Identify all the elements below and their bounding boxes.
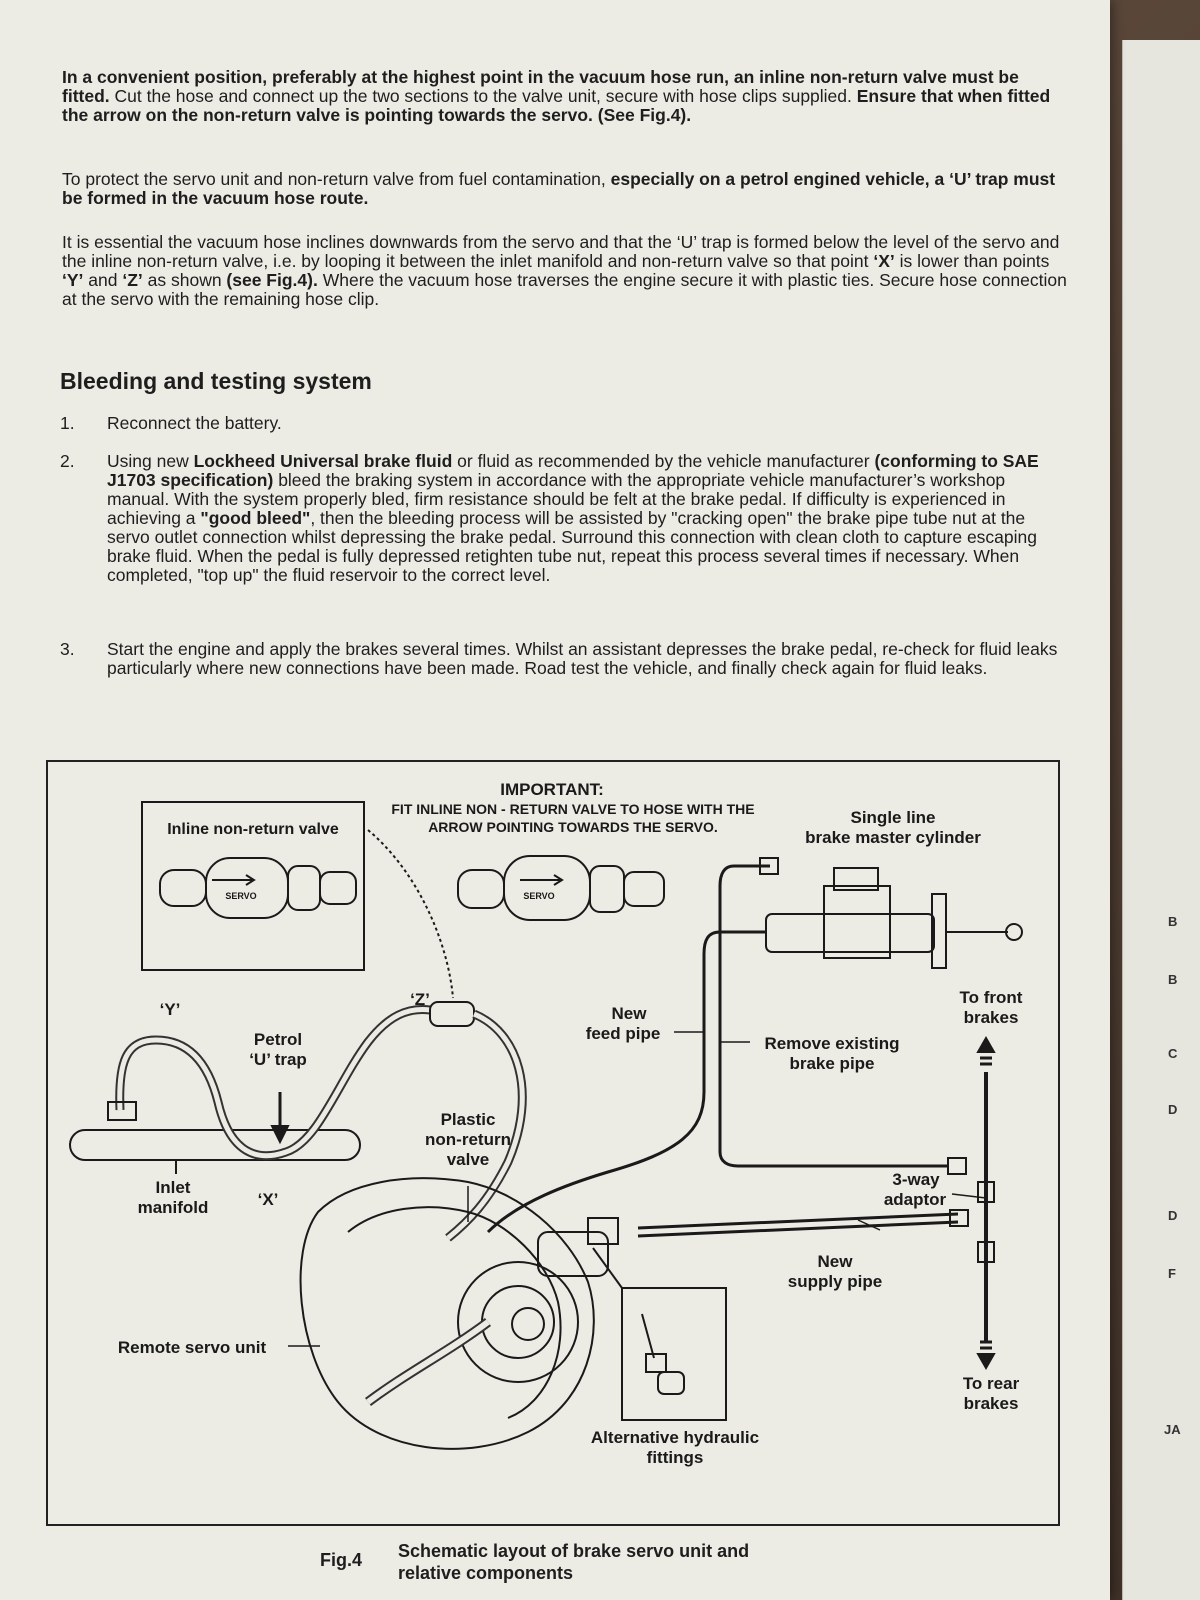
paragraph-nonreturn-valve: In a convenient position, preferably at … <box>62 68 1067 125</box>
label-manifold: manifold <box>137 1198 209 1217</box>
plain-text: Cut the hose and connect up the two sect… <box>109 86 857 106</box>
side-letter: B <box>1168 972 1178 987</box>
paragraph-u-trap: To protect the servo unit and non-return… <box>62 170 1067 208</box>
label-single-line: Single line <box>850 808 936 827</box>
label-hydraulic-fittings: fittings <box>646 1448 704 1467</box>
label-new-supply: New <box>817 1252 853 1271</box>
side-letter: F <box>1168 1266 1176 1281</box>
label-supply-pipe: supply pipe <box>787 1272 883 1291</box>
adjacent-page <box>1122 40 1200 1600</box>
label-adaptor: adaptor <box>883 1190 947 1209</box>
side-letter: D <box>1168 1102 1178 1117</box>
plain-text: Using new <box>107 451 194 471</box>
schematic-diagram <box>69 801 1023 1450</box>
label-non-return: non-return <box>425 1130 511 1149</box>
bold-text: especially on a petrol engined vehicle, … <box>62 169 1056 208</box>
valve-servo-mark: SERVO <box>523 891 555 901</box>
plain-text: or fluid as recommended by the vehicle m… <box>452 451 875 471</box>
point-x-ref: ‘X’ <box>873 251 895 271</box>
bold-text: (conforming to SAE J1703 specification) <box>107 451 1039 490</box>
important-note-line2: ARROW POINTING TOWARDS THE SERVO. <box>428 819 718 835</box>
label-point-x: ‘X’ <box>257 1190 279 1209</box>
figure-ref: (see Fig.4). <box>226 270 318 290</box>
plain-text: as shown <box>142 270 227 290</box>
side-letter: D <box>1168 1208 1178 1223</box>
bold-text: In a convenient position, preferably at … <box>62 67 1019 106</box>
label-rear-brakes: brakes <box>963 1394 1019 1413</box>
plain-text: is lower than points <box>894 251 1050 271</box>
plain-text: It is essential the vacuum hose inclines… <box>62 232 1060 271</box>
plain-text: To protect the servo unit and non-return… <box>62 169 611 189</box>
label-new: New <box>611 1004 647 1023</box>
caption-line: relative components <box>398 1563 574 1583</box>
important-title: IMPORTANT: <box>500 780 604 799</box>
paragraph-hose-incline: It is essential the vacuum hose inclines… <box>62 233 1067 309</box>
point-y-ref: ‘Y’ <box>62 270 84 290</box>
label-point-z: ‘Z’ <box>410 990 430 1009</box>
label-to-front: To front <box>959 988 1023 1007</box>
label-valve: valve <box>446 1150 490 1169</box>
label-master-cylinder: brake master cylinder <box>805 828 981 847</box>
plain-text: and <box>83 270 123 290</box>
inline-valve-drawing <box>159 857 357 919</box>
servo-unit-drawing <box>299 1177 619 1450</box>
valve-callout-box <box>141 801 365 971</box>
important-note-line1: FIT INLINE NON - RETURN VALVE TO HOSE WI… <box>391 801 755 817</box>
bold-text: Ensure that when fitted the arrow on the… <box>62 86 1051 125</box>
valve-servo-mark: SERVO <box>225 891 257 901</box>
label-inline-valve: Inline non-return valve <box>167 821 339 838</box>
label-point-y: ‘Y’ <box>159 1000 181 1019</box>
hose-fitting-manifold <box>107 1101 137 1121</box>
section-heading: Bleeding and testing system <box>60 368 372 394</box>
point-z-ref: ‘Z’ <box>122 270 143 290</box>
bold-text: "good bleed" <box>200 508 311 528</box>
caption-line: Schematic layout of brake servo unit and <box>398 1541 750 1561</box>
list-text: Start the engine and apply the brakes se… <box>107 639 1058 678</box>
plain-text: , then the bleeding process will be assi… <box>107 508 1038 585</box>
label-3-way: 3-way <box>892 1170 940 1189</box>
plain-text: bleed the braking system in accordance w… <box>107 470 1006 528</box>
list-number: 1. <box>60 413 75 433</box>
list-number: 3. <box>60 639 75 659</box>
label-front-brakes: brakes <box>963 1008 1019 1027</box>
bold-text: Lockheed Universal brake fluid <box>193 451 453 471</box>
figure-number: Fig.4 <box>320 1550 363 1570</box>
plain-text: Where the vacuum hose traverses the engi… <box>62 270 1067 309</box>
valve-drawing-large <box>457 855 665 921</box>
list-text: Using new Lockheed Universal brake fluid… <box>107 452 1065 585</box>
document-page: In a convenient position, preferably at … <box>0 0 1110 1600</box>
label-inlet: Inlet <box>155 1178 191 1197</box>
label-to-rear: To rear <box>962 1374 1020 1393</box>
label-brake-pipe: brake pipe <box>789 1054 875 1073</box>
master-cylinder-drawing <box>765 867 1023 969</box>
side-letter: B <box>1168 914 1178 929</box>
caption-text: Schematic layout of brake servo unit and… <box>398 1540 858 1584</box>
label-remove-existing: Remove existing <box>764 1034 900 1053</box>
label-feed-pipe: feed pipe <box>585 1024 661 1043</box>
label-u-trap: ‘U’ trap <box>249 1050 307 1069</box>
label-remote-servo: Remote servo unit <box>117 1338 267 1357</box>
alt-fittings-box <box>621 1287 727 1421</box>
figure-4: IMPORTANT: FIT INLINE NON - RETURN VALVE… <box>46 760 1060 1526</box>
side-letter: C <box>1168 1046 1178 1061</box>
label-plastic: Plastic <box>440 1110 496 1129</box>
label-alternative: Alternative hydraulic <box>590 1428 760 1447</box>
inlet-manifold <box>69 1129 361 1161</box>
side-letter: JA <box>1164 1422 1181 1437</box>
label-petrol: Petrol <box>253 1030 303 1049</box>
list-number: 2. <box>60 451 75 471</box>
list-text: Reconnect the battery. <box>107 413 282 433</box>
